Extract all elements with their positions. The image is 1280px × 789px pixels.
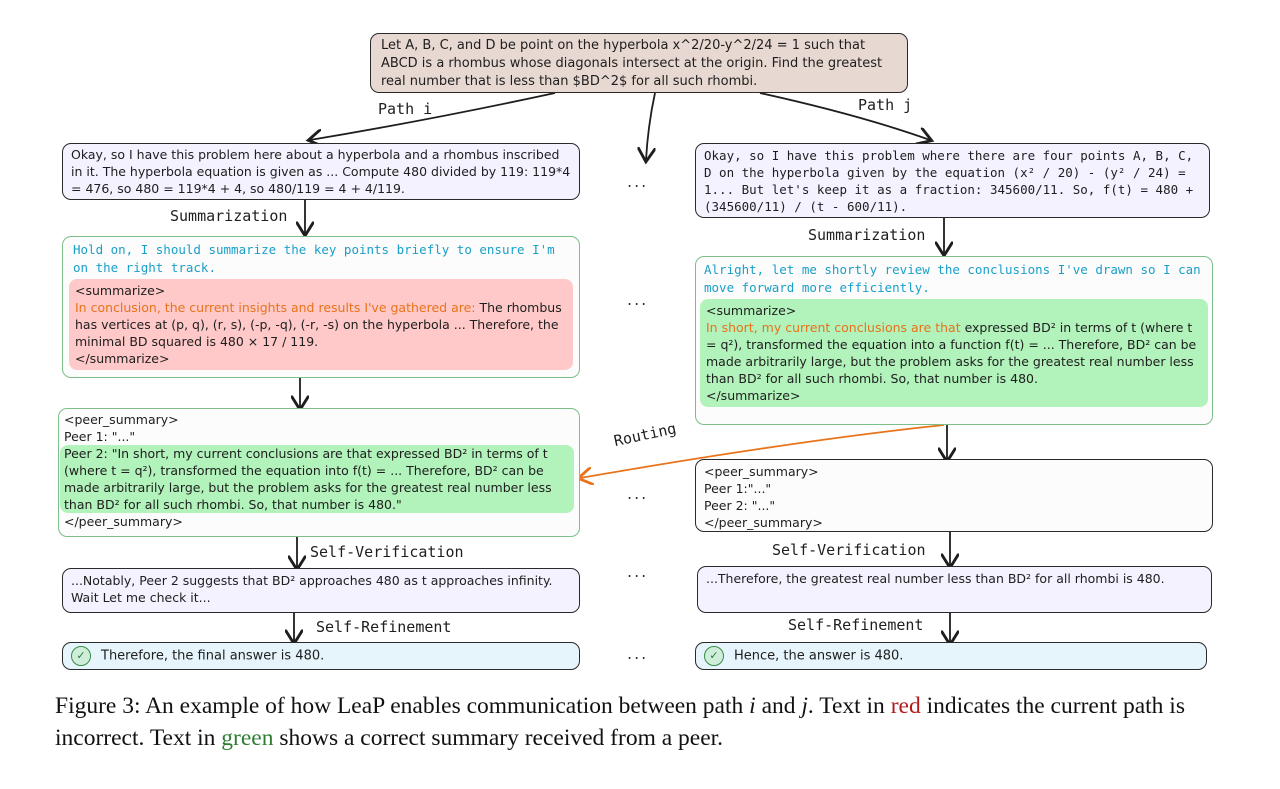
right-summary-box: Alright, let me shortly review the concl… [695,256,1213,425]
right-verification-box: ...Therefore, the greatest real number l… [697,566,1212,613]
right-peer-open: <peer_summary> [704,464,819,479]
caption-part1: Figure 3: An example of how LeaP enables… [55,693,750,719]
left-peer-summary-box: <peer_summary> Peer 1: "..." Peer 2: "In… [58,408,580,537]
figure-caption: Figure 3: An example of how LeaP enables… [55,690,1245,754]
right-peer-summary-box: <peer_summary> Peer 1:"..." Peer 2: "...… [695,459,1213,532]
right-reasoning-text: Okay, so I have this problem where there… [704,148,1194,214]
right-peer-close: </peer_summary> [704,515,823,530]
caption-var-j: j [801,693,808,719]
arrow-problem-to-middle [646,92,656,160]
left-verification-text: ...Notably, Peer 2 suggests that BD² app… [71,573,553,605]
path-i-label: Path i [378,100,433,118]
caption-red-word: red [890,693,921,719]
right-summarize-close: </summarize> [706,388,801,403]
left-reasoning-box: Okay, so I have this problem here about … [62,143,580,200]
right-summarize-open: <summarize> [706,303,797,318]
ellipsis-4: ... [627,562,649,581]
right-peer-2: Peer 2: "..." [704,498,776,513]
problem-box: Let A, B, C, and D be point on the hyper… [370,33,908,93]
left-peer-close: </peer_summary> [64,514,183,529]
right-self-refinement-label: Self-Refinement [788,616,924,634]
left-summarize-close: </summarize> [75,351,170,366]
routing-arrow [580,424,945,478]
ellipsis-5: ... [627,644,649,663]
caption-part4: indicates the current path is incorrect.… [55,693,1185,751]
right-verification-text: ...Therefore, the greatest real number l… [706,571,1165,586]
problem-text: Let A, B, C, and D be point on the hyper… [381,38,883,89]
left-summary-intro: Hold on, I should summarize the key poin… [73,242,555,275]
left-reasoning-text: Okay, so I have this problem here about … [71,147,571,196]
left-self-verification-label: Self-Verification [310,543,464,561]
right-summarization-label: Summarization [808,226,926,244]
right-self-verification-label: Self-Verification [772,541,926,559]
right-final-text: Hence, the answer is 480. [734,648,904,664]
right-final-box: ✓ Hence, the answer is 480. [695,642,1207,670]
caption-part3: . Text in [807,693,891,719]
left-final-text: Therefore, the final answer is 480. [101,648,325,664]
ellipsis-2: ... [627,290,649,309]
right-summary-block: <summarize> In short, my current conclus… [700,299,1208,407]
left-summary-box: Hold on, I should summarize the key poin… [62,236,580,378]
checkmark-icon: ✓ [704,646,724,666]
left-summary-block: <summarize> In conclusion, the current i… [69,279,573,370]
arrow-problem-to-path-i [310,92,556,140]
caption-green-word: green [221,725,274,751]
caption-part5: shows a correct summary received from a … [273,725,724,751]
left-peer-open: <peer_summary> [64,412,179,427]
caption-var-i: i [749,693,756,719]
arrow-problem-to-path-j [759,92,930,140]
checkmark-icon: ✓ [71,646,91,666]
left-peer-1: Peer 1: "..." [64,429,136,444]
left-summary-lead: In conclusion, the current insights and … [75,300,476,315]
ellipsis-1: ... [627,172,649,191]
path-j-label: Path j [858,96,913,114]
ellipsis-3: ... [627,484,649,503]
right-peer-1: Peer 1:"..." [704,481,772,496]
caption-part2: and [755,693,802,719]
right-summary-body: expressed BD² in terms of t (where t = q… [706,320,1197,386]
right-reasoning-box: Okay, so I have this problem where there… [695,143,1210,218]
left-summarize-open: <summarize> [75,283,166,298]
left-summary-body: The rhombus has vertices at (p, q), (r, … [75,300,562,349]
left-verification-box: ...Notably, Peer 2 suggests that BD² app… [62,568,580,613]
left-peer-2: Peer 2: "In short, my current conclusion… [60,445,574,513]
right-summary-intro: Alright, let me shortly review the concl… [704,262,1201,295]
right-summary-lead: In short, my current conclusions are tha… [706,320,961,335]
left-final-box: ✓ Therefore, the final answer is 480. [62,642,580,670]
left-summarization-label: Summarization [170,207,288,225]
left-self-refinement-label: Self-Refinement [316,618,452,636]
